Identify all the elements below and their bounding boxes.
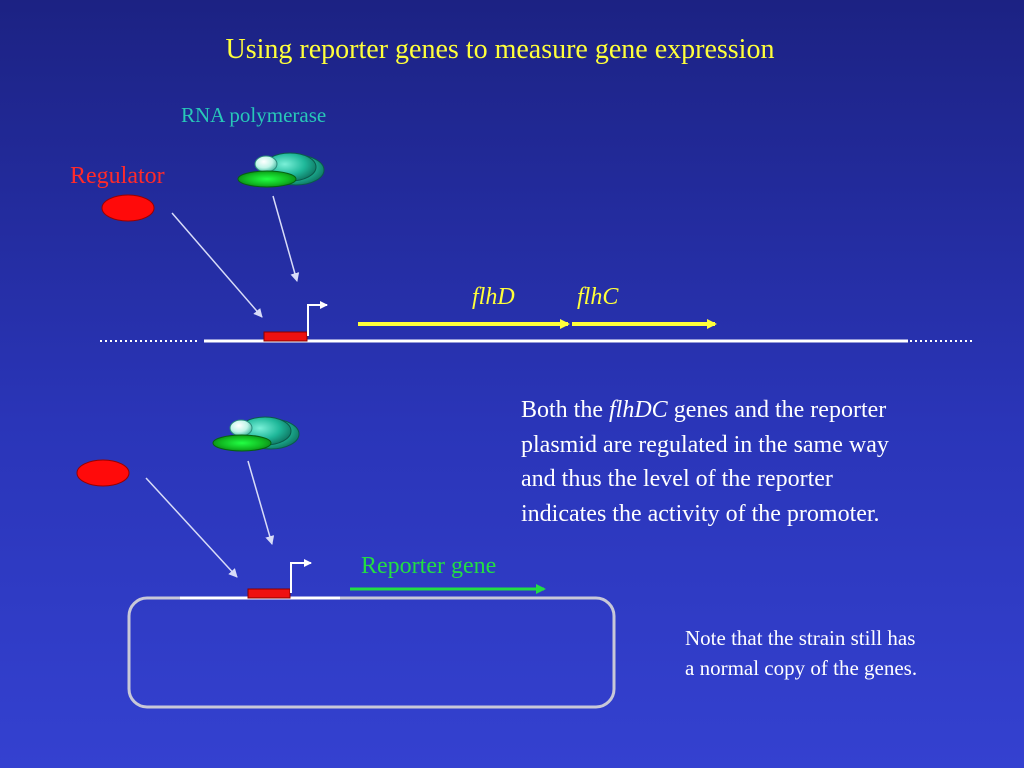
- polymerase-binding-arrow-top: [272, 195, 300, 282]
- regulator-binding-arrow-bottom: [145, 477, 238, 578]
- regulator-icon-top: [101, 194, 155, 222]
- explanation-line-1-prefix: Both the: [521, 397, 609, 423]
- polymerase-binding-arrow-bottom: [247, 460, 275, 545]
- reporter-gene-label: Reporter gene: [361, 553, 497, 579]
- explanation-line-2: plasmid are regulated in the same way: [521, 431, 889, 458]
- reporter-plasmid-diagram: [76, 416, 616, 709]
- promoter-box-top: [263, 331, 308, 342]
- flhd-gene-label: flhD: [472, 284, 515, 310]
- explanation-line-4: indicates the activity of the promoter.: [521, 500, 880, 527]
- rna-polymerase-icon-top: [237, 152, 325, 188]
- chromosome-diagram: [100, 152, 972, 343]
- note-line-2: a normal copy of the genes.: [685, 656, 918, 680]
- explanation-line-3: and thus the level of the reporter: [521, 466, 833, 492]
- flhdc-italic: flhDC: [609, 397, 668, 423]
- rna-polymerase-icon-bottom: [212, 416, 300, 452]
- rna-polymerase-label: RNA polymerase: [181, 103, 327, 127]
- flhc-gene-label: flhC: [577, 284, 619, 310]
- note-line-1: Note that the strain still has: [685, 626, 916, 650]
- note-paragraph: Note that the strain still has a normal …: [685, 623, 1005, 683]
- regulator-label: Regulator: [70, 163, 165, 189]
- transcription-start-arrow-top: [307, 301, 328, 336]
- regulator-binding-arrow-top: [171, 212, 263, 318]
- explanation-paragraph: Both the flhDC genes and the reporter pl…: [521, 393, 991, 531]
- plasmid-outline: [127, 596, 616, 709]
- explanation-line-1: Both the flhDC genes and the reporter: [521, 393, 991, 428]
- promoter-box-bottom: [247, 588, 291, 599]
- regulator-icon-bottom: [76, 459, 130, 487]
- slide-title: Using reporter genes to measure gene exp…: [225, 34, 775, 65]
- explanation-line-1-suffix: genes and the reporter: [667, 397, 887, 423]
- transcription-start-arrow-bottom: [290, 559, 312, 593]
